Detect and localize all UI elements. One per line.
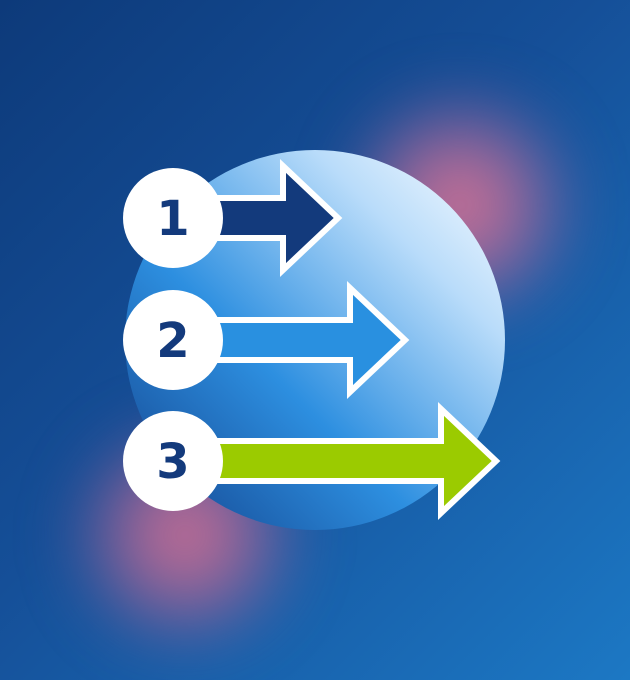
step-badge-1: [123, 168, 223, 268]
step-badge-2: [123, 290, 223, 390]
arrow-2: [197, 281, 410, 399]
step-number: 3: [156, 434, 189, 490]
arrow-3: [197, 402, 501, 520]
step-number: 1: [156, 191, 189, 247]
step-number: 2: [156, 313, 189, 369]
step-badge-3: [123, 411, 223, 511]
